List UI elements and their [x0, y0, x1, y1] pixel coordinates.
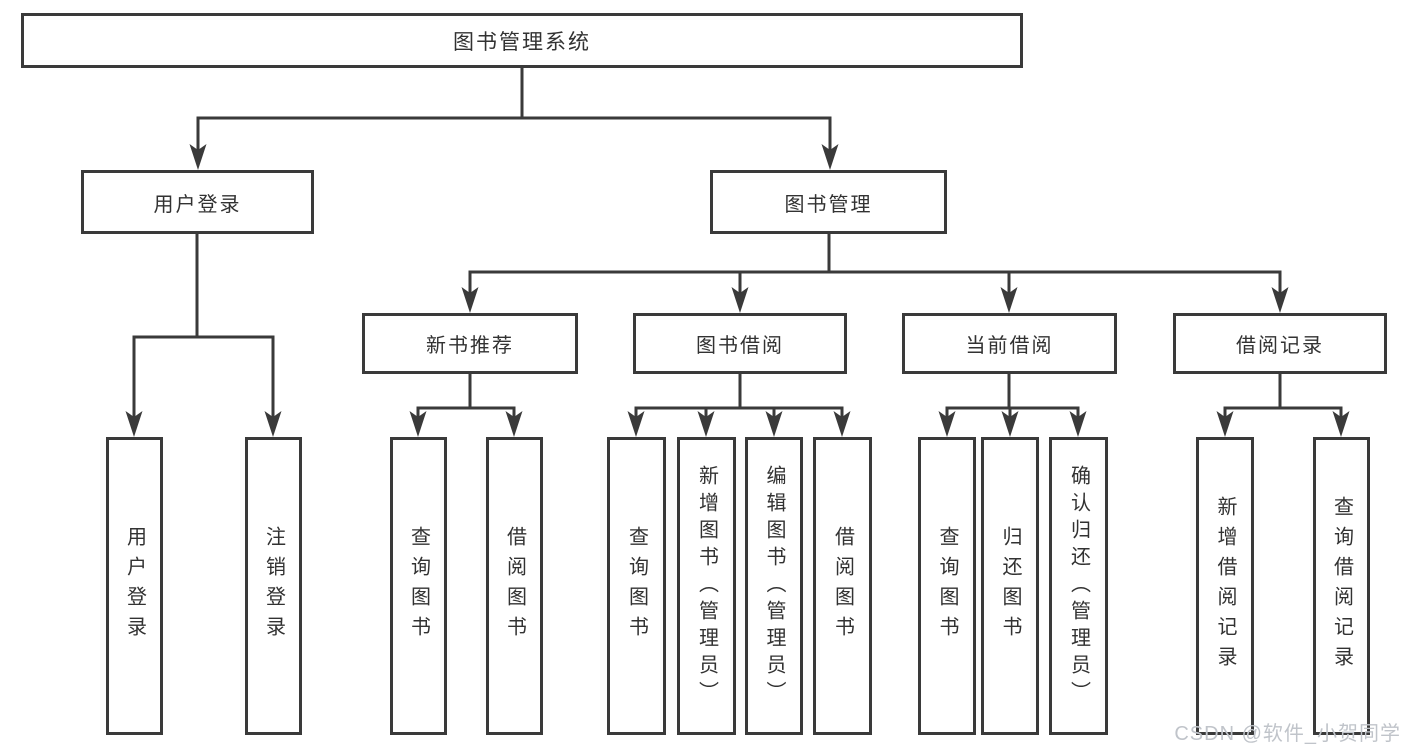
csdn-watermark: CSDN @软件_小贺同学 — [1174, 723, 1401, 745]
leaf-return-book: 归还图书 — [981, 437, 1039, 735]
leaf-user-login: 用户登录 — [106, 437, 163, 735]
node-new-book-recommend: 新书推荐 — [362, 313, 578, 374]
leaf-logout: 注销登录 — [245, 437, 302, 735]
leaf-query-book-recommend: 查询图书 — [390, 437, 447, 735]
connector-lines — [132, 68, 1343, 419]
leaf-query-book-borrow: 查询图书 — [607, 437, 666, 735]
node-book-management: 图书管理 — [710, 170, 947, 234]
leaf-query-book-current: 查询图书 — [918, 437, 976, 735]
leaf-borrow-book-recommend: 借阅图书 — [486, 437, 543, 735]
node-borrow-record: 借阅记录 — [1173, 313, 1387, 374]
node-user-login: 用户登录 — [81, 170, 314, 234]
node-book-borrow: 图书借阅 — [633, 313, 847, 374]
leaf-borrow-book: 借阅图书 — [813, 437, 872, 735]
leaf-query-borrow-record: 查询借阅记录 — [1313, 437, 1370, 735]
node-current-borrow: 当前借阅 — [902, 313, 1117, 374]
leaf-confirm-return-admin: 确认归还（管理员） — [1049, 437, 1108, 735]
leaf-edit-book-admin: 编辑图书（管理员） — [745, 437, 803, 735]
leaf-add-book-admin: 新增图书（管理员） — [677, 437, 736, 735]
leaf-add-borrow-record: 新增借阅记录 — [1196, 437, 1254, 735]
node-library-management-system: 图书管理系统 — [21, 13, 1023, 68]
